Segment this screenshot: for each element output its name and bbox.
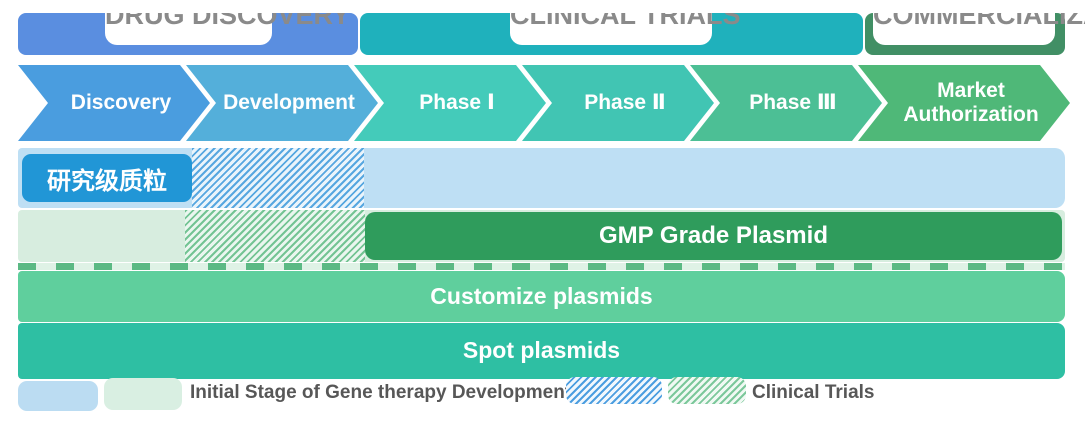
legend-label-initial-stage: Initial Stage of Gene therapy Developmen… [190,382,570,403]
spot-plasmids-label: Spot plasmids [462,337,621,363]
phase-chevron-market-authorization-label: Market Authorization [903,78,1039,126]
legend-swatch-striped-blue [566,377,662,404]
gmp-grade-plasmid-label: GMP Grade Plasmid [599,222,828,249]
spot-plasmids-band: Spot plasmids [18,323,1065,379]
clinical-trials-header-pill: CLINICAL TRIALS [510,13,741,45]
customize-plasmids-band: Customize plasmids [18,271,1065,322]
drug-discovery-header-label: DRUG DISCOVERY [105,13,351,30]
stage-header-row: DRUG DISCOVERY CLINICAL TRIALS COMMERCIA… [0,13,1085,55]
gmp-grade-plasmid-box: GMP Grade Plasmid [365,212,1062,260]
research-grade-plasmid-box: 研究级质粒 [22,154,192,202]
dashed-separator [18,263,1065,270]
phase-chevron-phase3-label: Phase Ⅲ [749,90,837,114]
commercialization-header-label: COMMERCIALIZATION [873,13,1085,30]
gmp-grade-hatched-region [185,210,365,262]
legend-label-clinical-trials: Clinical Trials [752,382,875,403]
phase-chevron-phase1: Phase Ⅰ [354,65,546,141]
phase-chevron-phase1-label: Phase Ⅰ [419,90,495,114]
drug-discovery-header-pill: DRUG DISCOVERY [105,13,351,45]
phase-chevron-discovery-label: Discovery [70,90,172,114]
phase-chevron-development-label: Development [223,90,355,114]
phase-chevron-discovery: Discovery [18,65,210,141]
legend-swatch-solid-blue [18,381,98,411]
phase-chevron-phase3: Phase Ⅲ [690,65,882,141]
phase-chevron-market-authorization: Market Authorization [858,65,1070,141]
research-grade-hatched-region [192,148,364,208]
phase-chevron-development: Development [186,65,378,141]
clinical-trials-header-label: CLINICAL TRIALS [510,13,741,30]
customize-plasmids-label: Customize plasmids [430,283,653,309]
phase-chevron-phase2-label: Phase Ⅱ [584,90,666,114]
research-grade-plasmid-label: 研究级质粒 [47,167,167,195]
legend-swatch-striped-green [668,377,746,404]
legend-swatch-solid-green [104,378,182,410]
commercialization-header-pill: COMMERCIALIZATION [873,13,1085,45]
phase-chevron-phase2: Phase Ⅱ [522,65,714,141]
